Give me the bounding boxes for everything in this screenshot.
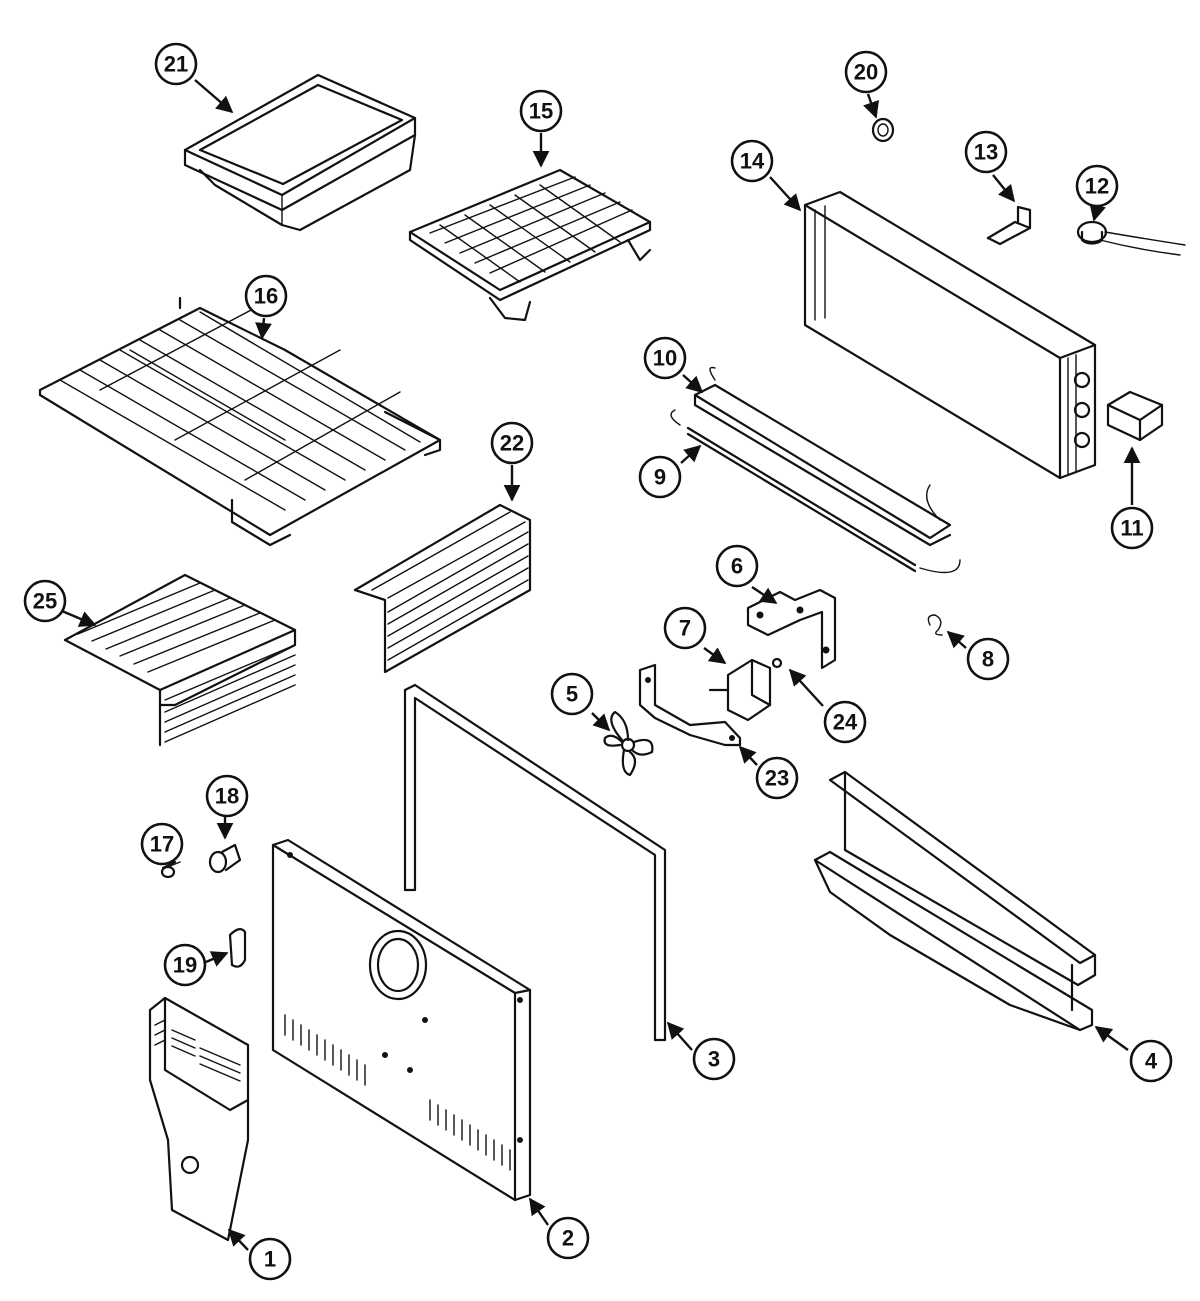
callout-20: 20 xyxy=(844,50,888,94)
leader-16 xyxy=(255,317,272,340)
leader-10 xyxy=(682,374,704,394)
callout-7-label: 7 xyxy=(679,616,691,641)
callout-9-label: 9 xyxy=(654,465,666,490)
callout-22-label: 22 xyxy=(500,431,524,456)
callout-9: 9 xyxy=(638,455,682,499)
leader-1 xyxy=(227,1228,249,1251)
callout-23: 23 xyxy=(755,756,799,800)
part-14-evaporator xyxy=(803,190,1097,480)
part-15-ice-cube-tray xyxy=(408,168,652,322)
part-18-knob xyxy=(208,843,242,874)
part-23-motor-bracket xyxy=(638,663,742,747)
part-25-wire-rack xyxy=(63,573,297,747)
leader-6 xyxy=(751,586,778,604)
callout-21-label: 21 xyxy=(164,52,188,77)
callout-6: 6 xyxy=(715,544,759,588)
callout-14: 14 xyxy=(730,139,774,183)
callout-4: 4 xyxy=(1129,1039,1173,1083)
part-11-terminal-block xyxy=(1106,390,1164,442)
leader-5 xyxy=(591,712,611,732)
callout-3: 3 xyxy=(692,1037,736,1081)
callout-18: 18 xyxy=(205,774,249,818)
part-8-clip xyxy=(927,614,943,636)
callout-12: 12 xyxy=(1075,164,1119,208)
leader-9 xyxy=(680,444,702,464)
part-16-wire-shelf xyxy=(38,296,442,547)
callout-7: 7 xyxy=(663,606,707,650)
leader-2 xyxy=(529,1197,549,1226)
leader-14 xyxy=(769,176,802,212)
callout-10-label: 10 xyxy=(653,346,677,371)
part-1-control-housing xyxy=(148,996,250,1242)
callout-5-label: 5 xyxy=(566,682,578,707)
callout-15-label: 15 xyxy=(529,99,553,124)
leader-19 xyxy=(205,951,229,967)
leader-24 xyxy=(788,668,824,707)
callout-1-label: 1 xyxy=(264,1247,276,1272)
part-21-tray xyxy=(183,73,417,232)
callout-5: 5 xyxy=(550,672,594,716)
leader-3 xyxy=(666,1021,693,1051)
callout-13-label: 13 xyxy=(974,140,998,165)
callout-2: 2 xyxy=(546,1216,590,1260)
callout-19: 19 xyxy=(163,943,207,987)
part-4-drain-trough xyxy=(813,770,1097,1032)
callout-22: 22 xyxy=(490,421,534,465)
leader-13 xyxy=(992,174,1016,203)
callout-24-label: 24 xyxy=(833,710,858,735)
callout-8-label: 8 xyxy=(982,647,994,672)
callout-12-label: 12 xyxy=(1085,174,1109,199)
callout-21: 21 xyxy=(154,42,198,86)
leader-20 xyxy=(863,93,879,119)
part-10-defrost-heater-reflector xyxy=(693,366,952,547)
leader-12 xyxy=(1089,203,1106,222)
callout-25: 25 xyxy=(23,579,67,623)
callout-6-label: 6 xyxy=(731,554,743,579)
callout-16-label: 16 xyxy=(254,284,278,309)
callout-24: 24 xyxy=(823,700,867,744)
part-19-light-cover xyxy=(228,928,247,968)
part-6-motor-bracket xyxy=(746,588,837,670)
part-9-heater-rod xyxy=(670,409,961,574)
part-7-evaporator-fan-motor xyxy=(708,658,772,722)
callout-11-label: 11 xyxy=(1120,516,1143,541)
callout-17-label: 17 xyxy=(150,832,174,857)
callout-20-label: 20 xyxy=(854,60,878,85)
callout-15: 15 xyxy=(519,89,563,133)
callout-labels: 21 15 20 14 13 12 16 10 22 9 11 6 25 7 8… xyxy=(23,42,1173,1281)
callout-23-label: 23 xyxy=(765,766,789,791)
leader-4 xyxy=(1094,1026,1129,1051)
callout-16: 16 xyxy=(244,274,288,318)
callout-25-label: 25 xyxy=(33,589,57,614)
callout-13: 13 xyxy=(964,130,1008,174)
callout-4-label: 4 xyxy=(1145,1049,1158,1074)
part-2-rear-panel xyxy=(271,838,532,1202)
leader-7 xyxy=(703,647,727,664)
callout-8: 8 xyxy=(966,637,1010,681)
leader-25 xyxy=(61,609,97,627)
leader-lines xyxy=(61,79,1141,1251)
leader-23 xyxy=(738,745,758,766)
part-5-fan-blade xyxy=(603,710,654,777)
callout-11: 11 xyxy=(1110,506,1154,550)
callout-18-label: 18 xyxy=(215,784,239,809)
part-20-plug xyxy=(871,117,895,143)
part-17-screw xyxy=(160,860,181,879)
callout-3-label: 3 xyxy=(708,1047,720,1072)
part-24-washer xyxy=(771,657,783,669)
part-12-defrost-thermostat xyxy=(1076,220,1186,256)
callout-1: 1 xyxy=(248,1237,292,1281)
callout-19-label: 19 xyxy=(173,953,197,978)
leader-8 xyxy=(946,630,967,649)
callout-2-label: 2 xyxy=(562,1226,574,1251)
leader-21 xyxy=(194,79,234,114)
part-13-bracket xyxy=(986,205,1032,246)
callout-14-label: 14 xyxy=(740,149,765,174)
callout-17: 17 xyxy=(140,822,184,866)
callout-10: 10 xyxy=(643,336,687,380)
part-22-wire-panel xyxy=(353,503,532,674)
part-3-gasket xyxy=(403,683,667,1042)
